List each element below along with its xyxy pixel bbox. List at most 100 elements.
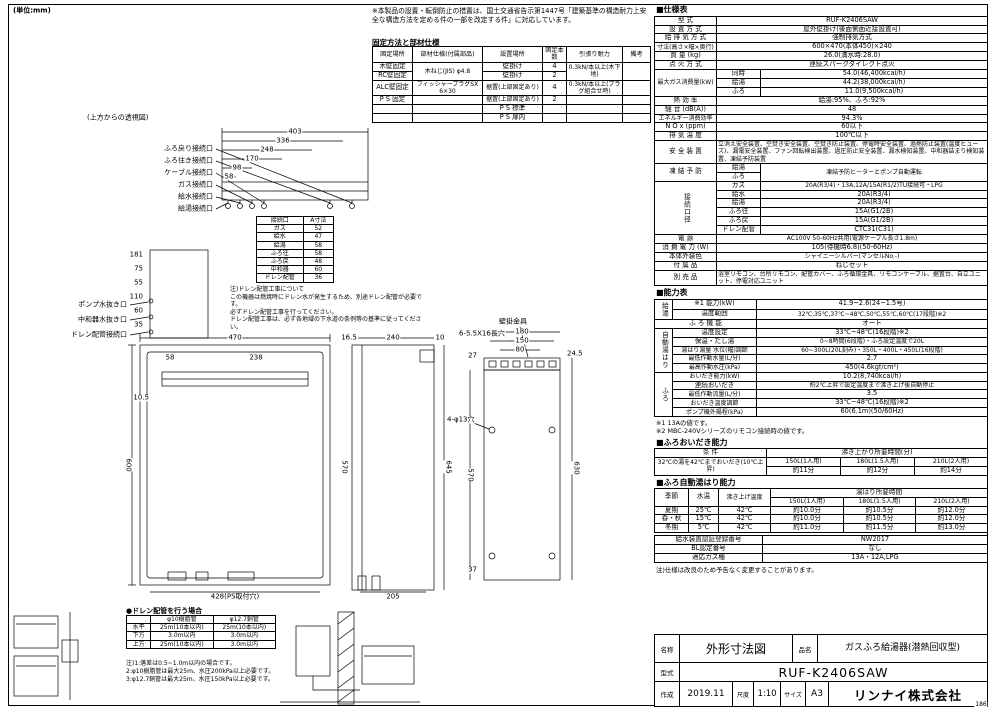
table-cell: 約10.5分 bbox=[843, 505, 916, 516]
table-cell: ねじセット bbox=[715, 260, 989, 271]
table-cell: 42℃ bbox=[718, 514, 771, 525]
table-cell: 給湯:95%、ふろ:92% bbox=[715, 95, 989, 106]
table-cell: 0.3kN/本以上(プラグ組合せ時) bbox=[566, 79, 623, 97]
table-cell: 夏期 bbox=[654, 505, 689, 516]
table-cell: 適応ガス種 bbox=[654, 553, 763, 564]
table-cell: 33℃~48℃(16段階)※2 bbox=[756, 398, 988, 409]
table-cell: 13A・12A,LPG bbox=[762, 553, 988, 564]
table-cell: ふろ bbox=[654, 371, 673, 418]
table-cell: ポンプ機外揚程(kPa) bbox=[672, 407, 757, 418]
table-cell: 給水装置認証登録番号 bbox=[654, 535, 763, 546]
table-cell: 約12.0分 bbox=[914, 505, 989, 516]
table-cell bbox=[622, 103, 651, 114]
table-cell: 0.3kN/本以上(木下地) bbox=[566, 61, 623, 81]
table-cell: 沸き上がり所要時間(分) bbox=[765, 448, 989, 459]
dim-label: 10.5 bbox=[132, 393, 150, 402]
table-cell: 52 bbox=[302, 224, 335, 234]
table-cell: 付 属 品 bbox=[654, 260, 717, 271]
table-cell: 20A(R3/4) bbox=[759, 189, 989, 200]
table-cell: 25m(10本以内) bbox=[150, 623, 214, 633]
table-cell: ※1 能力(kW) bbox=[672, 298, 757, 310]
label-hot-water-port: 給湯接続口 bbox=[177, 204, 214, 213]
table-cell: 60 bbox=[302, 265, 335, 275]
dim-label: 570 bbox=[339, 460, 349, 474]
table-cell: 給湯 bbox=[716, 198, 761, 209]
table-cell: 15℃ bbox=[688, 514, 719, 525]
table-cell: 給水 bbox=[716, 189, 761, 200]
dim-label: 35 bbox=[133, 320, 144, 329]
table-cell: 450(4.6kgf/cm²) bbox=[756, 362, 988, 373]
table-cell: 15A(G1/2B) bbox=[759, 207, 989, 218]
dim-label: 403 bbox=[287, 127, 303, 136]
table-cell: 木壁固定 bbox=[372, 61, 413, 72]
table-cell: 寸法(高さ×幅×奥行) bbox=[654, 42, 717, 53]
title-created-label: 作成 bbox=[660, 691, 674, 699]
table-cell: 給水 bbox=[256, 232, 304, 242]
table-cell: 44.2(38,000kcal/h) bbox=[759, 77, 989, 88]
table-cell: 壁掛け bbox=[482, 70, 543, 81]
table-cell: 電 源 bbox=[654, 234, 717, 244]
table-cell: 約11分 bbox=[766, 465, 841, 476]
table-cell: 接続口 bbox=[256, 215, 304, 226]
table-cell: 下方 bbox=[125, 631, 152, 641]
dim-label: 27 bbox=[467, 351, 478, 360]
table-cell: 47 bbox=[302, 232, 335, 242]
table-cell: 約12分 bbox=[840, 465, 915, 476]
table-cell: 凍結予防ヒーターとポンプ自動運転 bbox=[759, 162, 989, 182]
fixing-method-table-grid: 固定場所部材仕様(付属部品)設置場所固定本数引張り耐力備考木壁固定木ねじ(JIS… bbox=[372, 46, 651, 123]
table-cell: オート bbox=[756, 318, 988, 329]
table-cell: 25m(10本以内) bbox=[212, 623, 277, 633]
table-cell: ふろ往 bbox=[716, 207, 761, 218]
table-cell: 連続スパークダイレクト点火 bbox=[715, 60, 989, 71]
dim-label: 75 bbox=[133, 264, 144, 273]
table-cell: 約13.0分 bbox=[914, 523, 989, 534]
table-cell: 水温 bbox=[688, 488, 719, 507]
table-cell: 湯はり所要時間 bbox=[769, 488, 989, 499]
table-cell: 騒 音 (dB(A)) bbox=[654, 104, 717, 115]
dim-label: 58 bbox=[223, 172, 235, 181]
table-cell: 熱 効 率 bbox=[654, 95, 717, 106]
dim-label: 55 bbox=[133, 278, 144, 287]
table-cell: 約10.0分 bbox=[770, 514, 844, 525]
table-cell bbox=[622, 61, 651, 81]
table-cell: 最低作動流量(L/分) bbox=[672, 389, 757, 400]
table-cell: 3.0m以内 bbox=[212, 631, 277, 641]
company-name: リンナイ株式会社 bbox=[828, 682, 987, 706]
table-cell: 条 件 bbox=[654, 448, 767, 459]
note-1: ※1 13Aの値です。 bbox=[656, 419, 712, 428]
table-cell: シャイニーシルバー(マンセルNo.-) bbox=[715, 251, 989, 262]
table-cell: 3.5 bbox=[756, 389, 988, 400]
table-cell: 36 bbox=[302, 273, 335, 283]
label-pump-drain-port: ポンプ水抜き口 bbox=[77, 300, 128, 309]
table-cell: 25℃ bbox=[688, 505, 719, 516]
label-wall-bracket: 壁掛金具 bbox=[498, 317, 528, 326]
dim-label: 470 bbox=[227, 333, 243, 342]
table-cell: 32℃,35℃,37℃~48℃,50℃,55℃,60℃(17段階)※2 bbox=[756, 308, 988, 320]
table-cell: 58 bbox=[302, 248, 335, 258]
table-cell: おいだき温度調節 bbox=[672, 398, 757, 409]
table-cell: 25m(10本以内) bbox=[150, 639, 214, 649]
table-cell: P S 固定 bbox=[372, 95, 413, 105]
table-cell: 温度設定 bbox=[672, 327, 757, 338]
table-cell: 強制排気方式 bbox=[715, 33, 989, 44]
label-slot-holes: 6-5.5X16長穴 bbox=[458, 329, 506, 338]
dim-label: 98 bbox=[231, 163, 243, 172]
dim-label: 80 bbox=[514, 345, 526, 354]
table-cell: P S 標準 bbox=[482, 103, 543, 114]
table-cell: 180L(1.5人用) bbox=[840, 457, 915, 467]
table-cell: 給湯 bbox=[716, 162, 761, 173]
table-cell: 11.0(9,500kcal/h) bbox=[759, 86, 989, 97]
table-cell: 点 火 方 式 bbox=[654, 60, 717, 71]
title-product-label: 品名 bbox=[792, 635, 817, 662]
table-cell: 沸き上げ温度 bbox=[718, 488, 771, 507]
table-cell: NW2017 bbox=[762, 535, 988, 546]
table-cell: 210L(2人用) bbox=[914, 497, 989, 507]
table-cell: 32℃の湯を42℃までおいだき(10℃上昇) bbox=[654, 457, 767, 476]
table-cell bbox=[566, 112, 623, 123]
table-cell: 約2℃上昇で設定温度まで沸き上げ後自動停止 bbox=[756, 380, 988, 391]
